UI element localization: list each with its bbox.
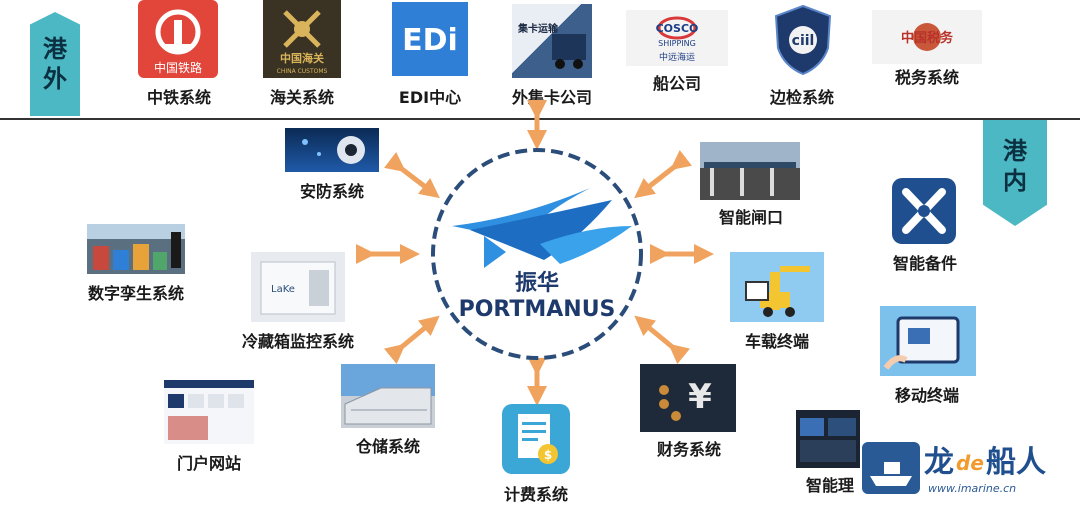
label-finance: 财务系统 — [656, 440, 721, 459]
tax-logo-text: 中国税务 — [901, 30, 954, 46]
ribbon-outer-char-2: 外 — [43, 65, 67, 93]
edi-logo: EDi — [392, 2, 468, 76]
svg-text:ciil: ciil — [792, 33, 815, 49]
ribbon-inner-port: 港 内 — [983, 120, 1047, 226]
gate-icon — [704, 162, 796, 196]
customs-logo-cn: 中国海关 — [280, 51, 324, 65]
label-tally: 智能理 — [806, 476, 855, 495]
hub-brand-en: PORTMANUS — [459, 297, 616, 322]
mobile-photo — [880, 306, 976, 376]
svg-text:$: $ — [544, 448, 552, 462]
china-customs-logo: 中国海关 CHINA CUSTOMS — [263, 0, 341, 78]
truck-logo-text: 集卡运输 — [517, 22, 559, 35]
border-control-logo: ciil — [772, 4, 834, 76]
ribbon-inner-char-1: 港 — [1003, 137, 1027, 165]
watermark-url: www.imarine.cn — [928, 482, 1016, 495]
yuan-abacus-icon: ¥ — [659, 377, 712, 421]
label-spare-parts: 智能备件 — [892, 254, 957, 273]
railway-logo-text: 中国铁路 — [154, 60, 202, 75]
watermark-cn-1: 龙 — [924, 445, 954, 480]
cosco-emblem-icon: COSCO SHIPPING 中远海运 — [656, 16, 699, 63]
label-gate: 智能闸口 — [718, 208, 783, 227]
label-mobile: 移动终端 — [894, 386, 959, 405]
tools-icon — [902, 188, 946, 234]
gate-photo — [700, 142, 800, 200]
monitor-dashboard-icon — [800, 418, 856, 462]
ribbon-outer-char-1: 港 — [43, 35, 67, 63]
truck-company-photo: 集卡运输 — [512, 4, 592, 78]
svg-text:¥: ¥ — [688, 377, 712, 417]
reefer-photo: LaKe — [251, 252, 345, 322]
reefer-container-icon: LaKe — [260, 261, 336, 315]
invoice-icon: $ — [518, 414, 558, 464]
tally-photo — [796, 410, 860, 468]
watermark-en: de — [956, 451, 984, 475]
forklift-icon — [745, 266, 810, 317]
hub-brand-cn: 振华 — [515, 270, 559, 296]
label-edi: EDI中心 — [398, 88, 462, 107]
label-digital-twin: 数字孪生系统 — [87, 284, 184, 303]
china-railway-logo: 中国铁路 — [138, 0, 218, 78]
web-page-icon — [164, 380, 254, 440]
label-shipping-company: 船公司 — [652, 74, 701, 93]
digital-twin-photo — [87, 224, 185, 274]
label-tax: 税务系统 — [894, 68, 959, 87]
billing-tile: $ — [502, 404, 570, 474]
spare-parts-tile — [892, 178, 956, 244]
edi-emblem-icon: EDi — [402, 23, 458, 58]
label-vehicle-terminal: 车载终端 — [744, 332, 809, 351]
warehouse-photo — [341, 364, 435, 428]
imarine-watermark: 龙 de 船人 www.imarine.cn — [862, 438, 1072, 498]
arrow-warehouse — [383, 315, 440, 365]
label-warehouse: 仓储系统 — [355, 437, 420, 456]
label-security: 安防系统 — [299, 182, 364, 201]
cctv-camera-icon — [302, 136, 365, 164]
truck-icon: 集卡运输 — [517, 22, 586, 69]
arrow-finance — [634, 315, 691, 365]
security-photo — [285, 128, 379, 172]
tax-emblem-icon: 中国税务 — [901, 23, 954, 51]
customs-emblem-icon: 中国海关 CHINA CUSTOMS — [277, 10, 328, 75]
tablet-icon — [883, 316, 960, 370]
label-billing: 计费系统 — [503, 485, 568, 504]
railway-emblem-icon: 中国铁路 — [154, 9, 202, 75]
portmanus-logo-icon — [452, 188, 632, 268]
label-portal: 门户网站 — [176, 454, 241, 473]
finance-photo: ¥ — [640, 364, 736, 432]
ribbon-inner-char-2: 内 — [1003, 167, 1027, 195]
cosco-logo-text-1: COSCO — [656, 22, 699, 35]
portal-photo — [164, 380, 254, 444]
customs-logo-en: CHINA CUSTOMS — [277, 68, 328, 75]
vehicle-terminal-photo — [730, 252, 824, 322]
cosco-logo-text-3: 中远海运 — [659, 51, 695, 63]
container-yard-icon — [93, 232, 181, 270]
label-customs: 海关系统 — [269, 88, 334, 107]
arrow-gate — [634, 149, 693, 199]
label-railway: 中铁系统 — [146, 88, 211, 107]
edi-logo-text: EDi — [402, 23, 458, 58]
warehouse-icon — [344, 387, 432, 425]
shield-icon: ciil — [774, 4, 832, 76]
watermark-ship-icon: 龙 de 船人 www.imarine.cn — [862, 442, 1046, 495]
ribbon-outer-port: 港 外 — [30, 12, 80, 116]
label-border-control: 边检系统 — [769, 88, 834, 107]
arrow-security — [383, 151, 440, 199]
svg-text:LaKe: LaKe — [271, 284, 295, 295]
cosco-logo-text-2: SHIPPING — [658, 39, 696, 48]
tax-logo: 中国税务 — [872, 10, 982, 64]
cosco-logo: COSCO SHIPPING 中远海运 — [626, 10, 728, 66]
watermark-cn-2: 船人 — [986, 445, 1046, 480]
label-reefer: 冷藏箱监控系统 — [241, 332, 354, 351]
